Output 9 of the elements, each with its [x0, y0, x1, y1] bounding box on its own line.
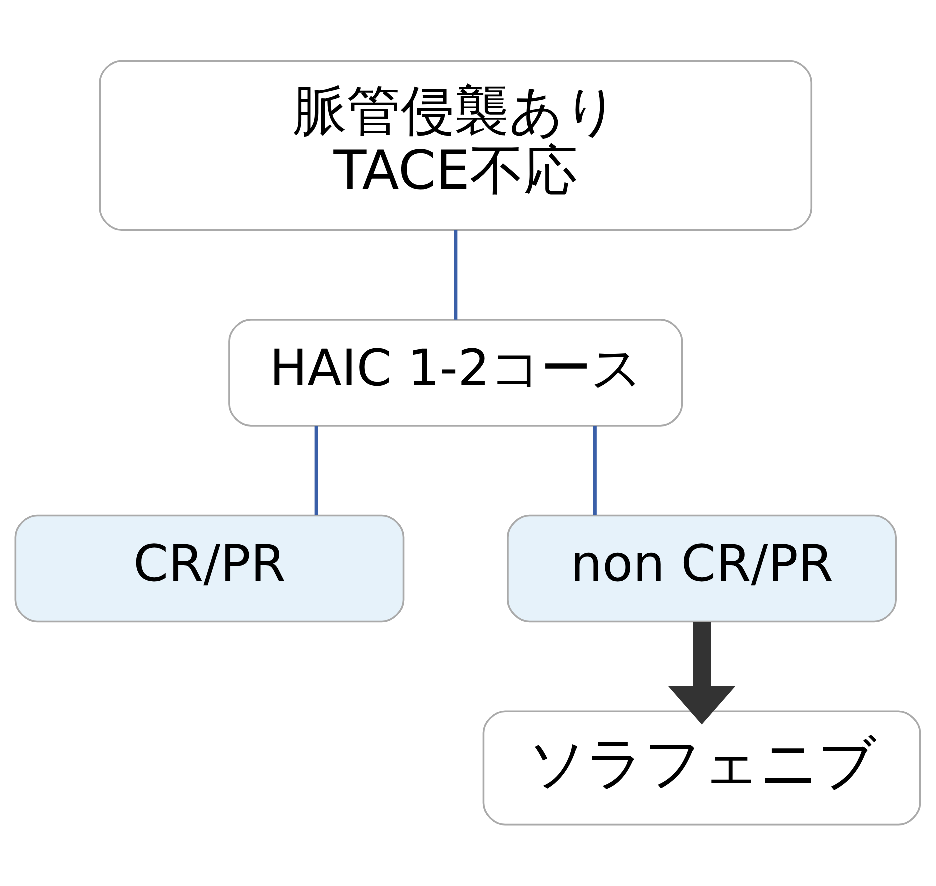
node-box: ソラフェニブ: [482, 710, 922, 826]
connector: [593, 426, 597, 516]
arrow: [668, 622, 736, 725]
node-box: non CR/PR: [507, 514, 897, 623]
node-box: CR/PR: [14, 514, 405, 623]
connector: [314, 426, 318, 516]
connector: [454, 230, 458, 320]
node-box: HAIC 1-2コース: [228, 319, 684, 427]
node-box: 脈管侵襲あり TACE不応: [99, 60, 813, 231]
